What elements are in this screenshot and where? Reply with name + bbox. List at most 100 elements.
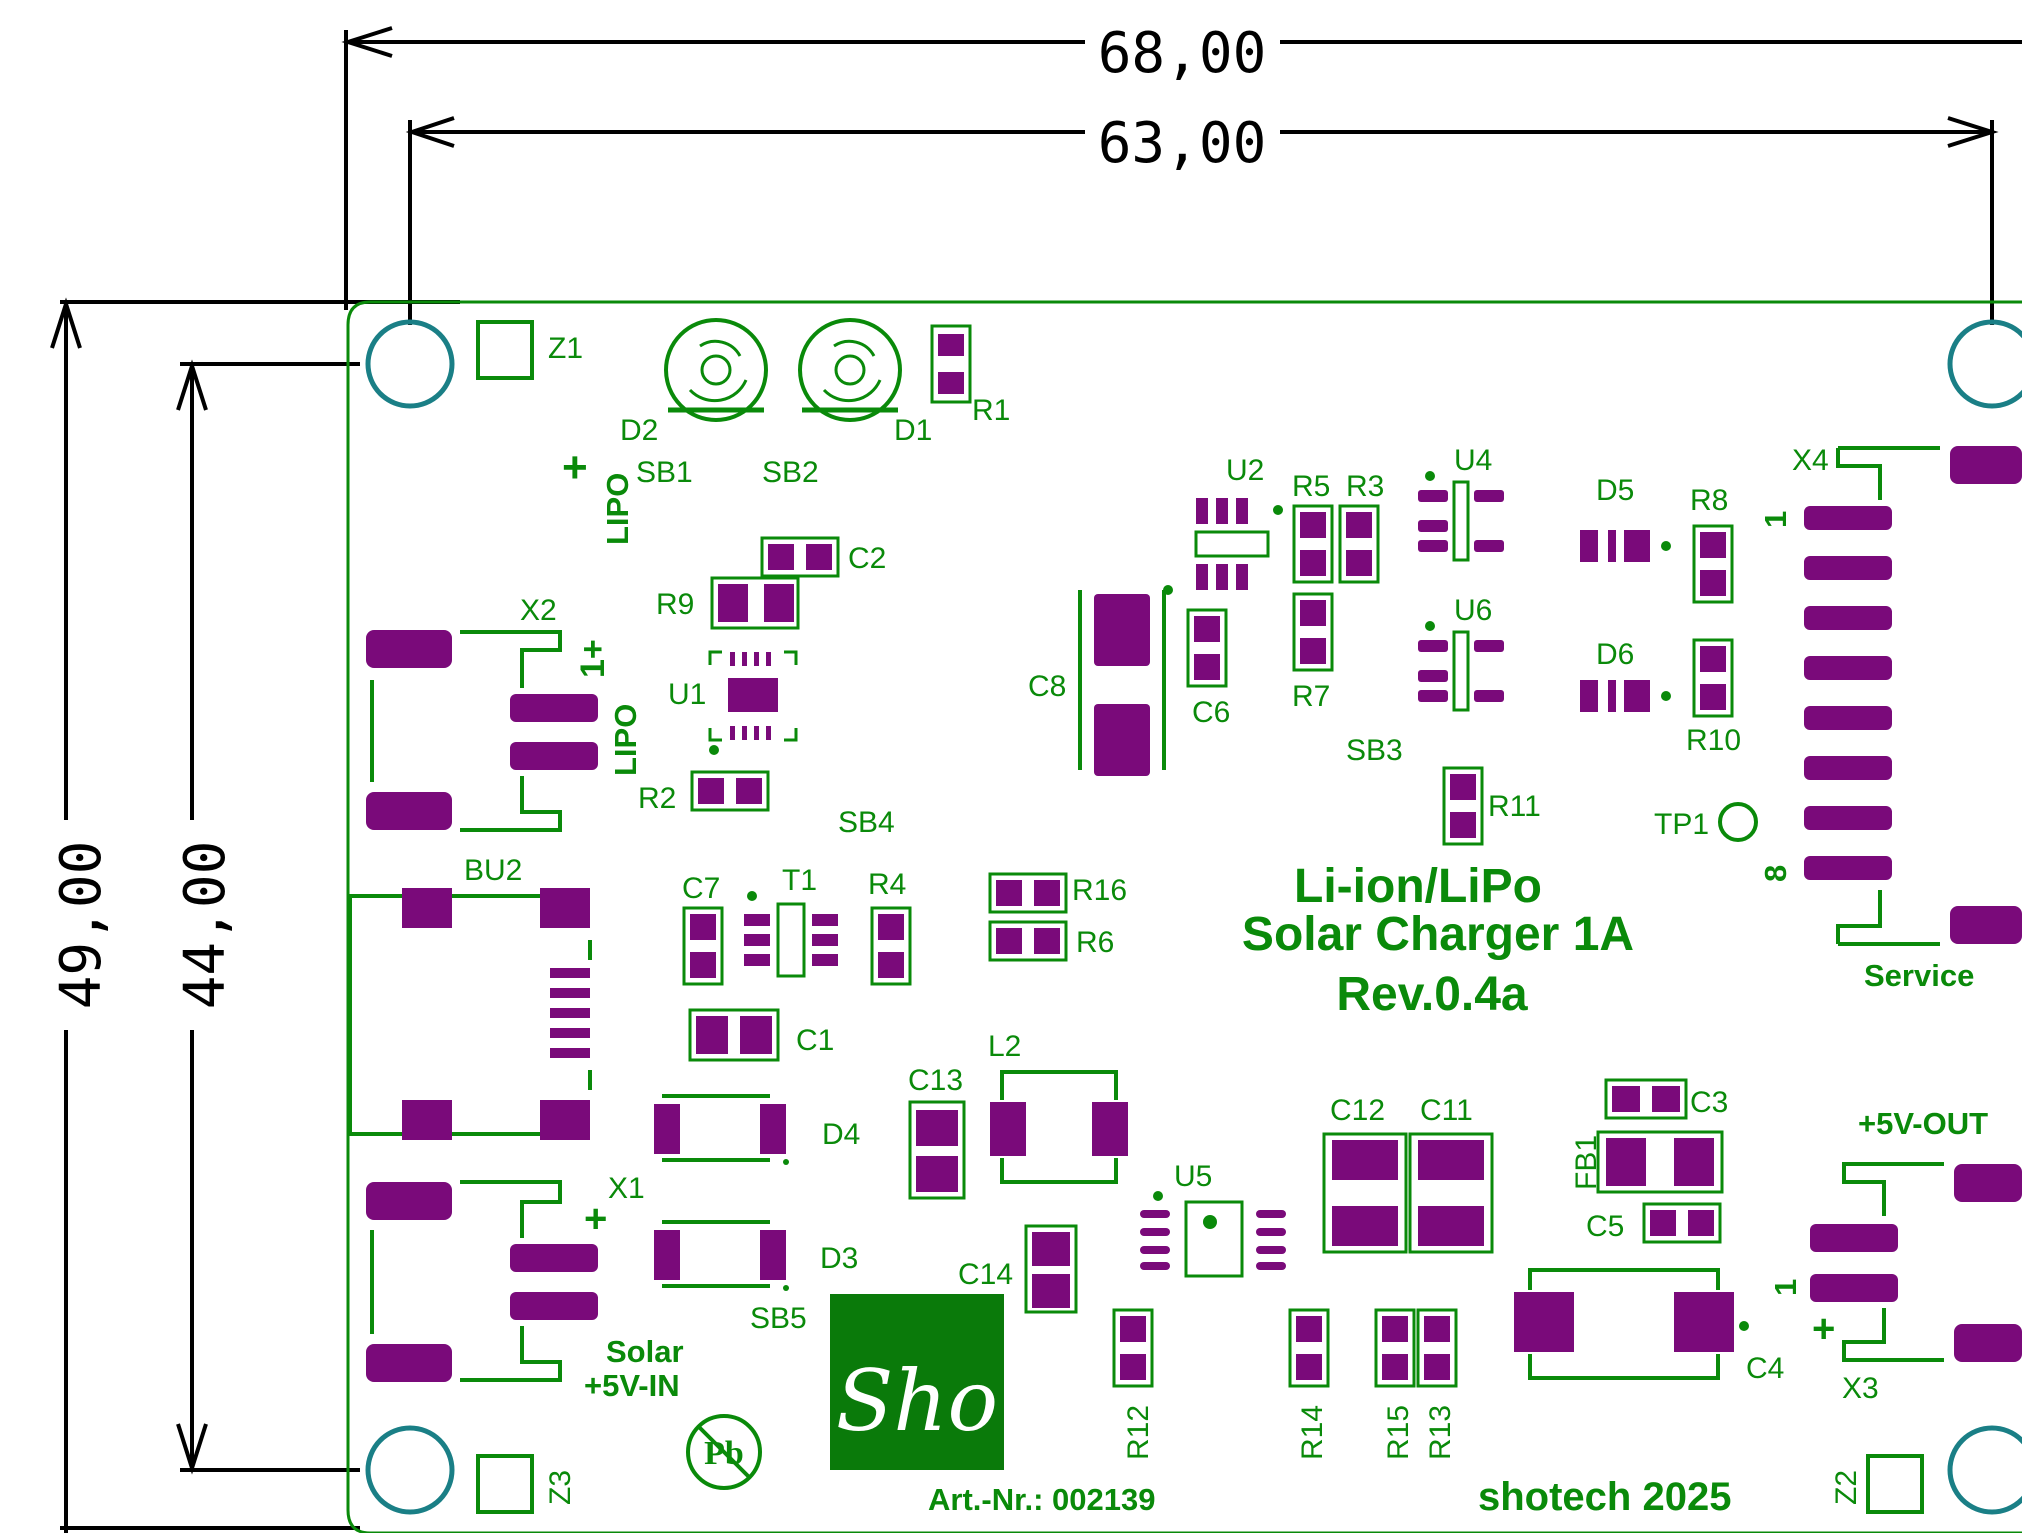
label-r8: R8 bbox=[1690, 484, 1728, 517]
logo-text: Sho bbox=[836, 1352, 998, 1450]
dimension-width-outer: 68,00 bbox=[1098, 21, 1267, 86]
label-c4: C4 bbox=[1746, 1352, 1784, 1385]
label-x1: X1 bbox=[608, 1172, 645, 1205]
leadfree-symbol: Pb bbox=[686, 1414, 762, 1490]
label-plus: + bbox=[562, 443, 588, 492]
z1-marker bbox=[476, 320, 534, 380]
label-r9: R9 bbox=[656, 588, 694, 621]
label-r10: R10 bbox=[1686, 724, 1741, 757]
label-l2: L2 bbox=[988, 1030, 1021, 1063]
label-x2: X2 bbox=[520, 594, 557, 627]
label-r12: R12 bbox=[1122, 1405, 1155, 1460]
label-c13: C13 bbox=[908, 1064, 963, 1097]
label-c7: C7 bbox=[682, 872, 720, 905]
label-x1-plus: + bbox=[584, 1197, 607, 1241]
dimension-width-inner: 63,00 bbox=[1098, 111, 1267, 176]
z2-marker bbox=[1866, 1454, 1924, 1514]
label-r4: R4 bbox=[868, 868, 906, 901]
label-service: Service bbox=[1864, 958, 1974, 993]
testpoint-tp1 bbox=[1718, 802, 1758, 842]
label-r13: R13 bbox=[1424, 1405, 1457, 1460]
label-5v-out: +5V-OUT bbox=[1858, 1106, 1988, 1141]
label-c11: C11 bbox=[1420, 1094, 1473, 1127]
diode-d3 bbox=[654, 1220, 789, 1291]
board-title-line2: Solar Charger 1A bbox=[1242, 908, 1634, 961]
label-fb1: FB1 bbox=[1570, 1135, 1603, 1190]
chip-u4 bbox=[1418, 471, 1504, 562]
label-sb5: SB5 bbox=[750, 1302, 807, 1335]
transistor-t1 bbox=[744, 891, 838, 978]
label-r3: R3 bbox=[1346, 470, 1384, 503]
connector-x1 bbox=[366, 1180, 598, 1382]
label-x3-pin1: 1 bbox=[1768, 1279, 1803, 1296]
label-r11: R11 bbox=[1488, 790, 1541, 823]
label-c1: C1 bbox=[796, 1024, 834, 1057]
label-5v-in: +5V-IN bbox=[584, 1368, 680, 1403]
label-r2: R2 bbox=[638, 782, 676, 815]
label-sb2: SB2 bbox=[762, 456, 819, 489]
capacitor-c8 bbox=[1078, 585, 1173, 776]
dimension-height-inner: 44,00 bbox=[173, 841, 238, 1010]
mounting-holes bbox=[365, 319, 2022, 1515]
label-u4: U4 bbox=[1454, 444, 1492, 477]
label-tp1: TP1 bbox=[1654, 808, 1709, 841]
label-x4-pin8: 8 bbox=[1758, 865, 1793, 882]
chip-u5 bbox=[1140, 1191, 1286, 1278]
chip-u1 bbox=[708, 650, 798, 755]
label-c8: C8 bbox=[1028, 670, 1066, 703]
label-x4: X4 bbox=[1792, 444, 1829, 477]
label-d2: D2 bbox=[620, 414, 658, 447]
label-c6: C6 bbox=[1192, 696, 1230, 729]
label-x3-plus: + bbox=[1812, 1307, 1835, 1351]
label-c3: C3 bbox=[1690, 1086, 1728, 1119]
leadfree-text: Pb bbox=[704, 1435, 744, 1472]
label-x4-pin1: 1 bbox=[1758, 511, 1793, 528]
copyright: shotech 2025 bbox=[1478, 1475, 1731, 1519]
label-sb3: SB3 bbox=[1346, 734, 1403, 767]
dimension-height-outer: 49,00 bbox=[49, 841, 114, 1010]
label-t1: T1 bbox=[782, 864, 817, 897]
shotech-logo: Sho bbox=[830, 1294, 1004, 1470]
label-r7: R7 bbox=[1292, 680, 1330, 713]
label-lipo-x2: LIPO bbox=[608, 704, 643, 776]
led-d2 bbox=[664, 318, 768, 422]
label-c2: C2 bbox=[848, 542, 886, 575]
board-title-line1: Li-ion/LiPo bbox=[1294, 860, 1542, 913]
label-r15: R15 bbox=[1382, 1405, 1415, 1460]
label-r14: R14 bbox=[1296, 1405, 1329, 1460]
label-c12: C12 bbox=[1330, 1094, 1385, 1127]
chip-u2 bbox=[1194, 498, 1283, 590]
inductor-l2 bbox=[990, 1070, 1128, 1184]
label-r5: R5 bbox=[1292, 470, 1330, 503]
label-u2: U2 bbox=[1226, 454, 1264, 487]
label-r6: R6 bbox=[1076, 926, 1114, 959]
dimension-lines: 68,00 63,00 49,00 44,00 bbox=[49, 21, 2022, 1533]
board-outline bbox=[346, 300, 2022, 1533]
article-number: Art.-Nr.: 002139 bbox=[928, 1482, 1155, 1517]
led-d1 bbox=[798, 318, 902, 422]
label-u5: U5 bbox=[1174, 1160, 1212, 1193]
label-d4: D4 bbox=[822, 1118, 860, 1151]
label-u1: U1 bbox=[668, 678, 706, 711]
label-z1: Z1 bbox=[548, 332, 583, 365]
connector-bu2 bbox=[348, 888, 592, 1140]
label-c14: C14 bbox=[958, 1258, 1013, 1291]
board-revision: Rev.0.4a bbox=[1336, 968, 1528, 1021]
capacitor-c4 bbox=[1514, 1268, 1749, 1380]
connector-x4 bbox=[1804, 446, 2022, 946]
label-d5: D5 bbox=[1596, 474, 1634, 507]
label-z2: Z2 bbox=[1830, 1470, 1863, 1505]
label-pin1plus: 1+ bbox=[574, 639, 612, 678]
label-d6: D6 bbox=[1596, 638, 1634, 671]
diode-d6 bbox=[1580, 680, 1671, 712]
diode-d4 bbox=[654, 1094, 789, 1165]
label-z3: Z3 bbox=[544, 1470, 577, 1505]
label-x3: X3 bbox=[1842, 1372, 1879, 1405]
label-u6: U6 bbox=[1454, 594, 1492, 627]
label-lipo-top: LIPO bbox=[600, 473, 635, 545]
label-d3: D3 bbox=[820, 1242, 858, 1275]
connector-x2 bbox=[366, 630, 598, 832]
label-d1: D1 bbox=[894, 414, 932, 447]
mounting-hole bbox=[365, 1425, 455, 1515]
